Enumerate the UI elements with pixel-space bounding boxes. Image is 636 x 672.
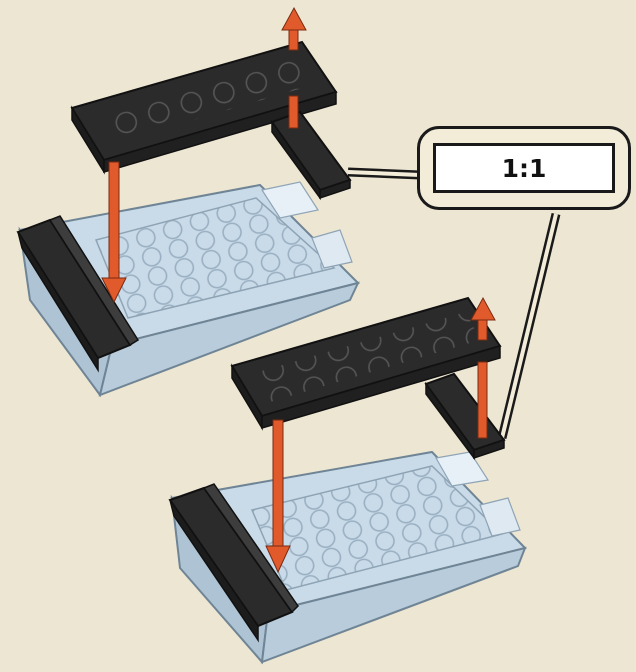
lower-small-dark-tile [426,374,504,458]
ratio-callout: 1:1 [417,126,631,210]
ratio-label: 1:1 [502,154,547,183]
lower-wedge-assembly [170,298,525,662]
ratio-callout-panel: 1:1 [433,143,615,193]
upper-wedge-assembly [18,8,358,395]
